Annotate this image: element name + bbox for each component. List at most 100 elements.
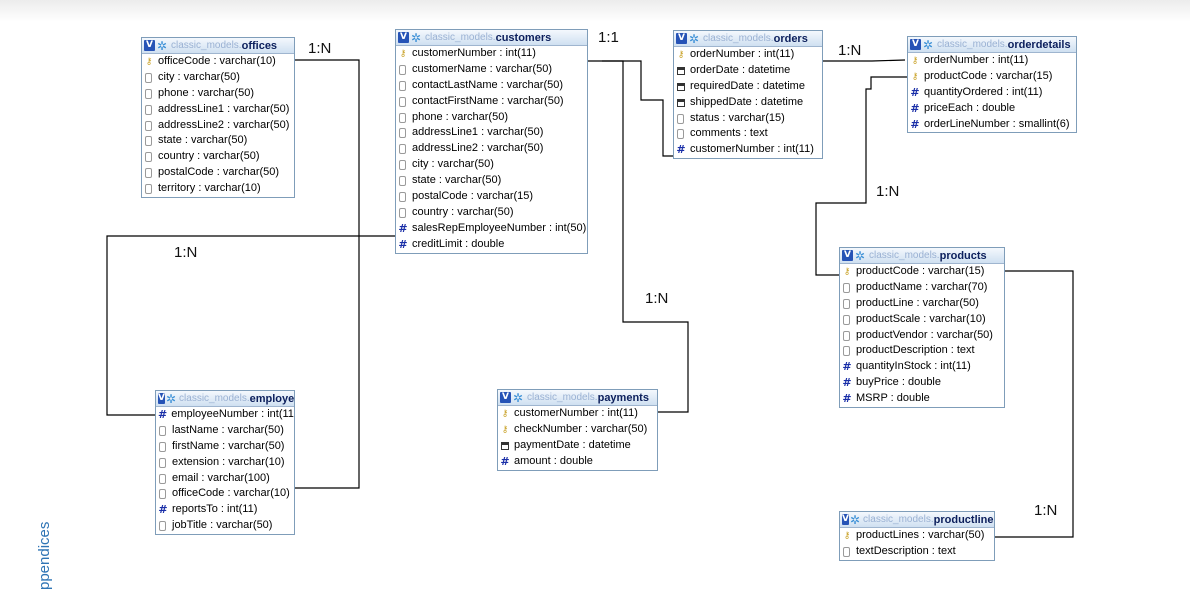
string-icon <box>399 64 406 75</box>
column-label: quantityInStock : int(11) <box>856 360 971 373</box>
column-row[interactable]: phone : varchar(50) <box>142 86 294 102</box>
column-row[interactable]: #priceEach : double <box>908 101 1076 117</box>
column-row[interactable]: ⚷ checkNumber : varchar(50) <box>498 422 657 438</box>
column-row[interactable]: #amount : double <box>498 454 657 470</box>
number-icon: # <box>398 221 408 235</box>
column-row[interactable]: ⚷productCode : varchar(15) <box>840 264 1004 280</box>
table-header[interactable]: V✲classic_models.orders <box>674 31 822 47</box>
table-products[interactable]: V✲classic_models.products⚷productCode : … <box>839 247 1005 409</box>
column-row[interactable]: shippedDate : datetime <box>674 95 822 111</box>
column-row[interactable]: addressLine1 : varchar(50) <box>142 102 294 118</box>
table-header[interactable]: V✲classic_models.products <box>840 248 1004 264</box>
column-row[interactable]: ⚷customerNumber : int(11) <box>396 46 587 62</box>
table-orders[interactable]: V✲classic_models.orders⚷orderNumber : in… <box>673 30 823 160</box>
table-header[interactable]: V✲classic_models.customers <box>396 30 587 46</box>
column-label: productCode : varchar(15) <box>924 69 1053 82</box>
column-row[interactable]: productDescription : text <box>840 343 1004 359</box>
column-row[interactable]: comments : text <box>674 126 822 142</box>
column-row[interactable]: state : varchar(50) <box>142 133 294 149</box>
column-label: productDescription : text <box>856 344 975 357</box>
column-row[interactable]: email : varchar(100) <box>156 471 294 487</box>
string-icon <box>843 346 850 357</box>
column-row[interactable]: jobTitle : varchar(50) <box>156 518 294 534</box>
string-icon <box>843 314 850 325</box>
column-label: salesRepEmployeeNumber : int(50) <box>412 221 587 234</box>
column-row[interactable]: textDescription : text <box>840 544 994 560</box>
gear-icon: ✲ <box>165 391 177 406</box>
column-row[interactable]: city : varchar(50) <box>396 157 587 173</box>
column-row[interactable]: productVendor : varchar(50) <box>840 328 1004 344</box>
column-row[interactable]: country : varchar(50) <box>142 149 294 165</box>
table-customers[interactable]: V✲classic_models.customers⚷customerNumbe… <box>395 29 588 254</box>
column-label: country : varchar(50) <box>412 205 514 218</box>
number-icon: # <box>500 454 510 468</box>
column-row[interactable]: territory : varchar(10) <box>142 181 294 197</box>
table-header[interactable]: V✲classic_models.offices <box>142 38 294 54</box>
column-row[interactable]: lastName : varchar(50) <box>156 423 294 439</box>
column-row[interactable]: #quantityOrdered : int(11) <box>908 85 1076 101</box>
column-row[interactable]: productName : varchar(70) <box>840 280 1004 296</box>
column-row[interactable]: city : varchar(50) <box>142 70 294 86</box>
table-schema: classic_models. <box>863 514 934 525</box>
table-badge-icon: V <box>676 33 687 44</box>
column-row[interactable]: #employeeNumber : int(11) <box>156 407 294 423</box>
column-row[interactable]: #customerNumber : int(11) <box>674 142 822 158</box>
column-row[interactable]: officeCode : varchar(10) <box>156 486 294 502</box>
column-label: lastName : varchar(50) <box>172 423 284 436</box>
column-row[interactable]: postalCode : varchar(15) <box>396 189 587 205</box>
column-row[interactable]: # salesRepEmployeeNumber : int(50) <box>396 221 587 237</box>
column-row[interactable]: state : varchar(50) <box>396 173 587 189</box>
column-row[interactable]: ⚷productCode : varchar(15) <box>908 69 1076 85</box>
gear-icon: ✲ <box>922 37 934 52</box>
column-row[interactable]: productLine : varchar(50) <box>840 296 1004 312</box>
rel-label-customers-payments: 1:N <box>645 290 669 307</box>
column-row[interactable]: ⚷customerNumber : int(11) <box>498 406 657 422</box>
column-row[interactable]: #quantityInStock : int(11) <box>840 359 1004 375</box>
column-row[interactable]: extension : varchar(10) <box>156 455 294 471</box>
column-row[interactable]: postalCode : varchar(50) <box>142 165 294 181</box>
column-row[interactable]: #buyPrice : double <box>840 375 1004 391</box>
rel-label-customers-orders: 1:1 <box>598 29 619 46</box>
table-header[interactable]: V✲classic_models.payments <box>498 390 657 406</box>
key-icon: ⚷ <box>501 424 509 435</box>
column-row[interactable]: addressLine2 : varchar(50) <box>142 118 294 134</box>
column-row[interactable]: orderDate : datetime <box>674 63 822 79</box>
column-row[interactable]: country : varchar(50) <box>396 205 587 221</box>
column-row[interactable]: #orderLineNumber : smallint(6) <box>908 117 1076 133</box>
column-row[interactable]: addressLine1 : varchar(50) <box>396 125 587 141</box>
table-header[interactable]: V✲classic_models.productlines <box>840 512 994 528</box>
string-icon <box>159 457 166 468</box>
string-icon <box>843 298 850 309</box>
column-row[interactable]: ⚷officeCode : varchar(10) <box>142 54 294 70</box>
column-row[interactable]: #reportsTo : int(11) <box>156 502 294 518</box>
table-employees[interactable]: V✲classic_models.employees#employeeNumbe… <box>155 390 295 536</box>
table-offices[interactable]: V✲classic_models.offices⚷officeCode : va… <box>141 37 295 199</box>
column-row[interactable]: firstName : varchar(50) <box>156 439 294 455</box>
table-payments[interactable]: V✲classic_models.payments⚷customerNumber… <box>497 389 658 471</box>
column-row[interactable]: contactLastName : varchar(50) <box>396 78 587 94</box>
table-header[interactable]: V✲classic_models.orderdetails <box>908 37 1076 53</box>
column-label: contactLastName : varchar(50) <box>412 78 564 91</box>
column-row[interactable]: ⚷orderNumber : int(11) <box>908 53 1076 69</box>
table-badge-icon: V <box>910 39 921 50</box>
column-label: MSRP : double <box>856 392 930 405</box>
column-row[interactable]: status : varchar(15) <box>674 111 822 127</box>
column-row[interactable]: requiredDate : datetime <box>674 79 822 95</box>
column-label: checkNumber : varchar(50) <box>514 422 648 435</box>
column-label: phone : varchar(50) <box>412 110 508 123</box>
column-row[interactable]: phone : varchar(50) <box>396 110 587 126</box>
column-row[interactable]: contactFirstName : varchar(50) <box>396 94 587 110</box>
column-row[interactable]: ⚷orderNumber : int(11) <box>674 47 822 63</box>
column-row[interactable]: ⚷productLines : varchar(50) <box>840 528 994 544</box>
column-row[interactable]: productScale : varchar(10) <box>840 312 1004 328</box>
column-row[interactable]: #MSRP : double <box>840 391 1004 407</box>
table-schema: classic_models. <box>171 40 242 51</box>
table-orderdetails[interactable]: V✲classic_models.orderdetails⚷orderNumbe… <box>907 36 1077 134</box>
column-row[interactable]: addressLine2 : varchar(50) <box>396 141 587 157</box>
column-row[interactable]: paymentDate : datetime <box>498 438 657 454</box>
table-productlines[interactable]: V✲classic_models.productlines⚷productLin… <box>839 511 995 561</box>
column-row[interactable]: #creditLimit : double <box>396 237 587 253</box>
column-label: employeeNumber : int(11) <box>171 408 294 420</box>
table-header[interactable]: V✲classic_models.employees <box>156 391 294 407</box>
column-row[interactable]: customerName : varchar(50) <box>396 62 587 78</box>
